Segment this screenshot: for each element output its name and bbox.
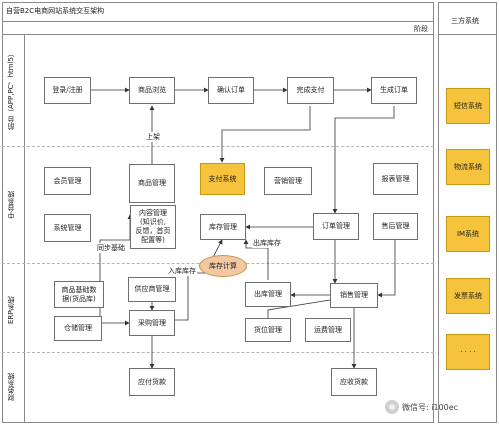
location-mgmt-node: 货位管理 bbox=[245, 318, 291, 342]
accounts-receivable-node: 应收货款 bbox=[331, 368, 377, 396]
wechat-icon bbox=[385, 400, 399, 414]
edge-complete-paysystem bbox=[219, 106, 311, 163]
aftersale-mgmt-node: 售后管理 bbox=[373, 213, 418, 240]
warehouse-mgmt-node: 仓储管理 bbox=[54, 316, 102, 341]
lane-divider-1 bbox=[2, 146, 434, 147]
stage-label: 阶段 bbox=[414, 25, 428, 33]
outbound-mgmt-node: 出库管理 bbox=[245, 282, 291, 307]
watermark: 微信号: i100ec bbox=[385, 400, 458, 414]
accounts-payable-node: 应付货款 bbox=[129, 368, 175, 396]
purchase-mgmt-node: 采购管理 bbox=[129, 310, 175, 336]
third-party-sms: 短信系统 bbox=[446, 88, 490, 124]
order-mgmt-node: 订单管理 bbox=[313, 213, 359, 240]
system-mgmt-node: 系统管理 bbox=[44, 214, 91, 242]
edge-outbound-inventory bbox=[243, 239, 269, 280]
product-mgmt-node: 商品管理 bbox=[129, 164, 175, 203]
member-mgmt-node: 会员管理 bbox=[44, 167, 91, 195]
supplier-mgmt-node: 供应商管理 bbox=[128, 277, 176, 302]
edge-aftersale-sales bbox=[377, 240, 396, 298]
lane-divider-3 bbox=[2, 352, 434, 353]
edge-generate-order bbox=[332, 106, 395, 214]
sales-mgmt-node: 销售管理 bbox=[330, 283, 378, 308]
report-mgmt-node: 报表管理 bbox=[373, 163, 418, 195]
third-party-logistics: 物流系统 bbox=[446, 149, 490, 185]
third-party-im: IM系统 bbox=[446, 216, 490, 252]
shipping-mgmt-node: 运费管理 bbox=[305, 318, 351, 342]
diagram-title: 自营B2C电商网站系统交互架构 bbox=[6, 7, 105, 15]
inventory-mgmt-node: 库存管理 bbox=[200, 214, 246, 240]
payment-system-node: 支付系统 bbox=[200, 163, 245, 195]
third-party-divider bbox=[438, 34, 497, 35]
marketing-mgmt-node: 营销管理 bbox=[264, 167, 312, 195]
third-party-more: · · · · bbox=[446, 334, 490, 370]
edge-label-sync-base: 同步基础 bbox=[96, 243, 126, 253]
edge-purchase-inventory bbox=[175, 239, 223, 321]
edge-label-inbound-stock: 入库库存 bbox=[167, 266, 197, 276]
product-base-data-node: 商品基础数 据(货品库) bbox=[54, 281, 104, 308]
generate-order-node: 生成订单 bbox=[371, 77, 417, 104]
watermark-text: 微信号: i100ec bbox=[402, 402, 459, 412]
confirm-order-node: 确认订单 bbox=[208, 77, 254, 104]
edge-base-purchase bbox=[99, 305, 130, 326]
edge-location-sales bbox=[267, 299, 331, 318]
lane-label-column bbox=[24, 34, 25, 423]
stage-divider bbox=[2, 34, 434, 35]
third-party-invoice: 发票系统 bbox=[446, 278, 490, 314]
login-register-node: 登录/注册 bbox=[44, 77, 91, 104]
third-party-title: 三方系统 bbox=[451, 17, 479, 25]
product-browse-node: 商品浏览 bbox=[129, 77, 175, 104]
edge-label-outbound-stock: 出库库存 bbox=[252, 238, 282, 248]
inventory-calc-node: 库存计算 bbox=[199, 255, 247, 277]
title-divider bbox=[2, 21, 434, 22]
content-mgmt-node: 内容管理 (知识价, 反馈，首页 配置等) bbox=[130, 205, 176, 249]
complete-payment-node: 完成支付 bbox=[287, 77, 334, 104]
edge-label-listing: 上架 bbox=[145, 132, 161, 142]
